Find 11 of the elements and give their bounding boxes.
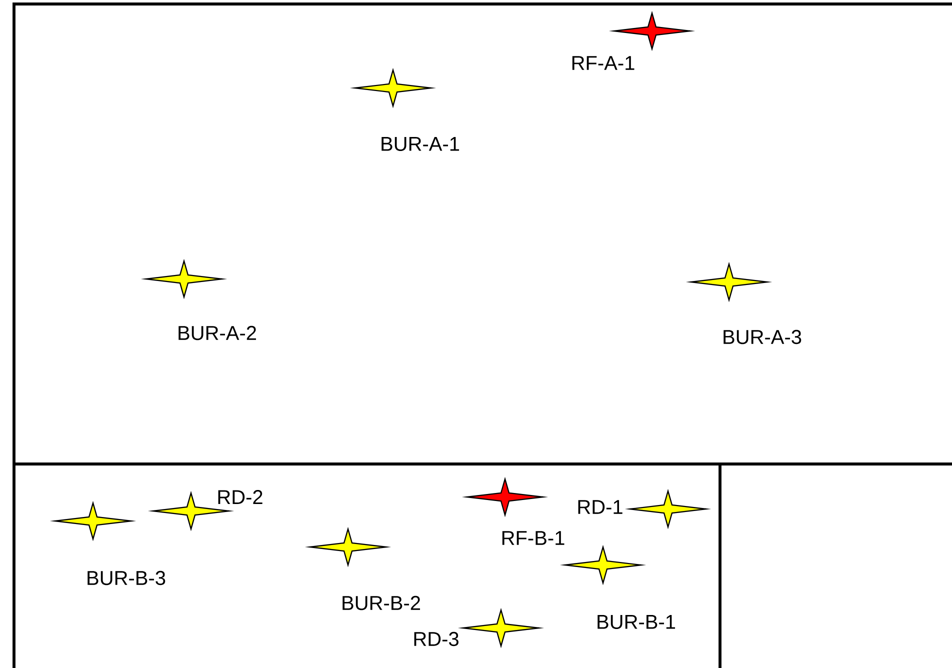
site-label: BUR-B-1 bbox=[598, 615, 676, 629]
site-label: BUR-B-3 bbox=[88, 570, 166, 586]
site-label: BUR-A-3 bbox=[724, 330, 802, 344]
site-label: RF-A-1 bbox=[572, 56, 634, 70]
site-label: BUR-A-2 bbox=[178, 326, 256, 340]
site-label: RF-B-1 bbox=[502, 531, 564, 545]
site-label: BUR-B-2 bbox=[342, 596, 420, 610]
site-label: RD-3 bbox=[414, 632, 458, 646]
site-label: RD-1 bbox=[578, 500, 622, 514]
site-label: BUR-A-1 bbox=[382, 137, 460, 151]
site-label: RD-2 bbox=[218, 490, 262, 504]
